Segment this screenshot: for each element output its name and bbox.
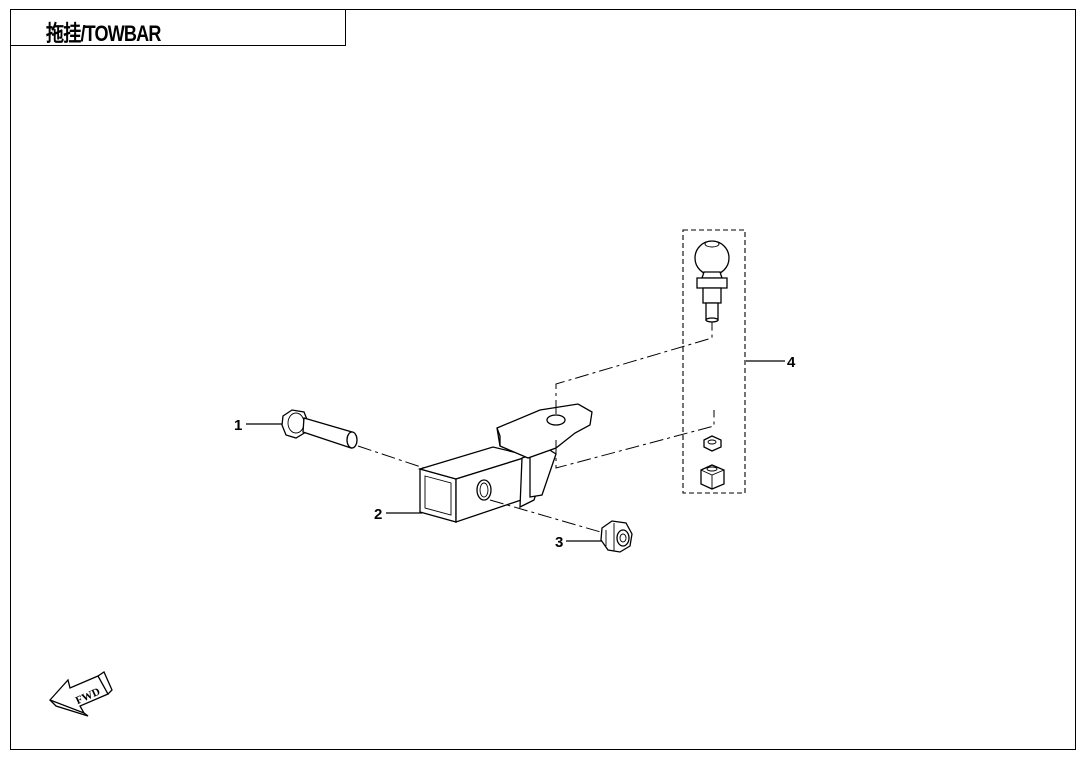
- fwd-arrow-side: [97, 671, 113, 695]
- hitch-receiver-part-2: [386, 403, 593, 523]
- tow-ball-kit-part-4: [682, 229, 785, 494]
- bolt-tip: [346, 431, 358, 449]
- nut-bore-inner: [619, 533, 627, 543]
- ball-mount-hole: [546, 414, 566, 426]
- ball-flange: [696, 277, 728, 289]
- kit-dashed-box: [682, 229, 746, 494]
- ball-mount-plate: [496, 403, 593, 459]
- callout-3: 3: [555, 534, 563, 551]
- ball-shank-end: [705, 317, 719, 323]
- ball-neck: [701, 271, 723, 279]
- ball-collar: [702, 287, 722, 304]
- ball-axis-line: [555, 322, 713, 414]
- ball-nut-bore: [706, 466, 718, 472]
- fwd-arrow-body: [48, 675, 109, 715]
- nut-bore: [616, 529, 630, 547]
- fwd-arrow-bottom: [49, 699, 89, 717]
- nut-flats: [605, 523, 615, 551]
- fwd-arrow-icon: FWD: [48, 671, 113, 717]
- drawing-frame: [10, 9, 1076, 750]
- ball-nut: [700, 464, 725, 490]
- nut3-axis-line: [489, 499, 605, 534]
- pin-hole: [476, 479, 492, 501]
- ball-nut-edges: [700, 469, 725, 489]
- bolt-part-1: [246, 409, 425, 469]
- tube-opening: [424, 475, 452, 516]
- flange-nut-part-3: [566, 520, 633, 553]
- washer-hole: [707, 439, 717, 445]
- page-title: 拖挂/TOWBAR: [46, 21, 161, 46]
- plate-edge: [496, 427, 501, 446]
- nut-axis-line: [555, 410, 715, 469]
- callout-2: 2: [374, 506, 382, 523]
- title-box: 拖挂/TOWBAR: [10, 9, 346, 46]
- callout-1: 1: [234, 417, 242, 434]
- pin-hole-inner: [479, 482, 489, 498]
- lock-washer: [703, 435, 722, 452]
- bolt-axis: [357, 445, 425, 469]
- bolt-shank: [302, 417, 353, 449]
- ball-highlight: [704, 240, 720, 248]
- tow-ball: [694, 240, 730, 276]
- callout-4: 4: [787, 354, 796, 371]
